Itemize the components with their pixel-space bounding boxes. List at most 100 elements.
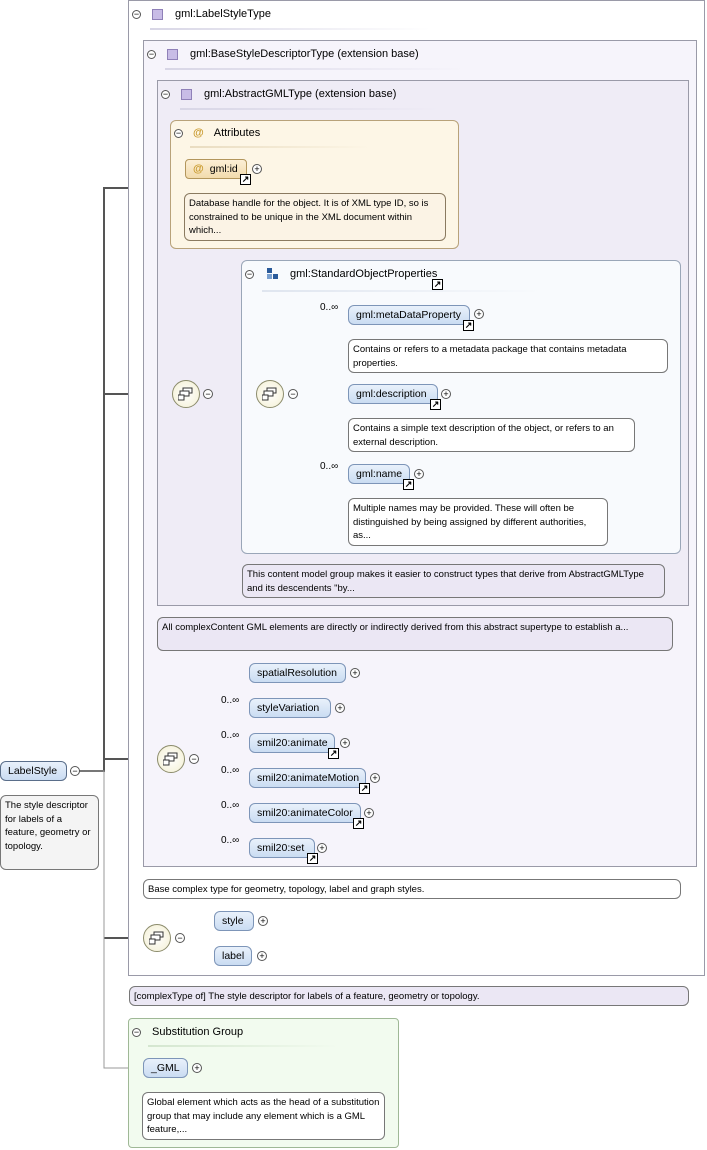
expand-plus-icon[interactable]: + <box>258 916 268 926</box>
header-rule <box>165 68 465 70</box>
collapse-toggle-icon[interactable]: − <box>174 127 183 138</box>
sequence-compositor-icon[interactable] <box>256 380 284 408</box>
attribute-label: gml:id <box>209 163 238 175</box>
root-element-labelstyle[interactable]: LabelStyle <box>0 761 67 781</box>
reference-arrow-icon[interactable]: ↗ <box>359 783 370 794</box>
reference-arrow-icon[interactable]: ↗ <box>430 399 441 410</box>
model-group-icon <box>267 268 279 280</box>
element-label: spatialResolution <box>257 667 337 679</box>
element-label: _GML <box>151 1062 180 1074</box>
element-smil20-animate[interactable]: smil20:animate <box>249 733 335 753</box>
attribute-icon: @ <box>193 127 204 139</box>
reference-arrow-icon[interactable]: ↗ <box>328 748 339 759</box>
substitution-head-doc: Global element which acts as the head of… <box>142 1092 385 1140</box>
expand-plus-icon[interactable]: + <box>340 738 350 748</box>
element-smil20-set[interactable]: smil20:set <box>249 838 315 858</box>
sequence-compositor-icon[interactable] <box>143 924 171 952</box>
multiplicity-label: 0..∞ <box>221 695 240 706</box>
sequence-compositor-icon[interactable] <box>172 380 200 408</box>
collapse-toggle-icon[interactable]: − <box>132 1026 141 1037</box>
complex-type-icon <box>181 88 192 100</box>
expand-plus-icon[interactable]: + <box>350 668 360 678</box>
standard-object-properties-doc: This content model group makes it easier… <box>242 564 665 598</box>
element-spatialresolution[interactable]: spatialResolution <box>249 663 346 683</box>
reference-arrow-icon[interactable]: ↗ <box>432 279 443 290</box>
collapse-toggle-icon[interactable]: − <box>288 389 298 399</box>
substitution-group-header: − Substitution Group <box>132 1026 243 1038</box>
reference-arrow-icon[interactable]: ↗ <box>403 479 414 490</box>
element-style[interactable]: style <box>214 911 254 931</box>
root-element-doc: The style descriptor for labels of a fea… <box>0 795 99 870</box>
collapse-toggle-icon[interactable]: − <box>203 389 213 399</box>
expand-plus-icon[interactable]: + <box>474 309 484 319</box>
multiplicity-label: 0..∞ <box>221 835 240 846</box>
element-smil20-animatemotion[interactable]: smil20:animateMotion <box>249 768 366 788</box>
expand-plus-icon[interactable]: + <box>317 843 327 853</box>
expand-plus-icon[interactable]: + <box>441 389 451 399</box>
collapse-toggle-icon[interactable]: − <box>245 268 254 279</box>
expand-plus-icon[interactable]: + <box>370 773 380 783</box>
reference-arrow-icon[interactable]: ↗ <box>353 818 364 829</box>
base-style-descriptor-header: − gml:BaseStyleDescriptorType (extension… <box>147 48 419 60</box>
element-gml-head[interactable]: _GML <box>143 1058 188 1078</box>
reference-arrow-icon[interactable]: ↗ <box>307 853 318 864</box>
element-stylevariation[interactable]: styleVariation <box>249 698 331 718</box>
multiplicity-label: 0..∞ <box>320 302 339 313</box>
multiplicity-label: 0..∞ <box>221 730 240 741</box>
element-gml-name[interactable]: gml:name <box>348 464 410 484</box>
multiplicity-label: 0..∞ <box>221 765 240 776</box>
standard-object-properties-header: − gml:StandardObjectProperties <box>245 268 437 280</box>
sequence-glyph <box>262 387 277 401</box>
expand-plus-icon[interactable]: + <box>192 1063 202 1073</box>
collapse-toggle-icon[interactable]: − <box>161 88 170 99</box>
label-style-type-header: − gml:LabelStyleType <box>132 8 271 20</box>
sequence-glyph <box>163 752 178 766</box>
header-rule <box>150 28 430 30</box>
element-label: gml:name <box>356 468 403 480</box>
element-gml-metadataproperty[interactable]: gml:metaDataProperty <box>348 305 470 325</box>
expand-plus-icon[interactable]: + <box>257 951 267 961</box>
element-doc: Contains a simple text description of th… <box>348 418 635 452</box>
base-style-descriptor-title: gml:BaseStyleDescriptorType (extension b… <box>190 48 419 60</box>
abstract-gml-type-title: gml:AbstractGMLType (extension base) <box>204 88 397 100</box>
expand-plus-icon[interactable]: + <box>364 808 374 818</box>
element-gml-description[interactable]: gml:description <box>348 384 438 404</box>
element-label: gml:description <box>356 388 427 400</box>
expand-plus-icon[interactable]: + <box>414 469 424 479</box>
attributes-header: − @ Attributes <box>174 127 260 139</box>
reference-arrow-icon[interactable]: ↗ <box>463 320 474 331</box>
complex-type-icon <box>152 8 163 20</box>
element-label: smil20:animateMotion <box>257 772 360 784</box>
expand-plus-icon[interactable]: + <box>335 703 345 713</box>
element-label: smil20:animate <box>257 737 328 749</box>
collapse-toggle-icon[interactable]: − <box>132 8 141 19</box>
collapse-toggle-icon[interactable]: − <box>189 754 199 764</box>
element-label: styleVariation <box>257 702 320 714</box>
element-label: gml:metaDataProperty <box>356 309 462 321</box>
attributes-title: Attributes <box>213 127 261 139</box>
element-label: smil20:animateColor <box>257 807 353 819</box>
multiplicity-label: 0..∞ <box>221 800 240 811</box>
reference-arrow-icon[interactable]: ↗ <box>240 174 251 185</box>
element-label[interactable]: label <box>214 946 252 966</box>
base-style-descriptor-doc: Base complex type for geometry, topology… <box>143 879 681 899</box>
complex-type-icon <box>167 48 178 60</box>
collapse-toggle-icon[interactable]: − <box>175 933 185 943</box>
header-rule <box>262 290 542 292</box>
header-rule <box>148 1045 338 1047</box>
attribute-doc: Database handle for the object. It is of… <box>184 193 446 241</box>
sequence-compositor-icon[interactable] <box>157 745 185 773</box>
multiplicity-label: 0..∞ <box>320 461 339 472</box>
expand-plus-icon[interactable]: + <box>252 164 262 174</box>
element-label: smil20:set <box>257 842 305 854</box>
collapse-toggle-icon[interactable]: − <box>147 48 156 59</box>
collapse-toggle-icon[interactable]: − <box>70 766 80 776</box>
element-label-text: label <box>222 950 245 962</box>
attribute-icon: @ <box>193 163 204 175</box>
element-smil20-animatecolor[interactable]: smil20:animateColor <box>249 803 361 823</box>
root-element-label: LabelStyle <box>8 765 58 777</box>
attribute-gml-id[interactable]: @ gml:id <box>185 159 247 179</box>
abstract-gml-type-doc: All complexContent GML elements are dire… <box>157 617 673 651</box>
header-rule <box>190 146 370 148</box>
abstract-gml-type-header: − gml:AbstractGMLType (extension base) <box>161 88 396 100</box>
